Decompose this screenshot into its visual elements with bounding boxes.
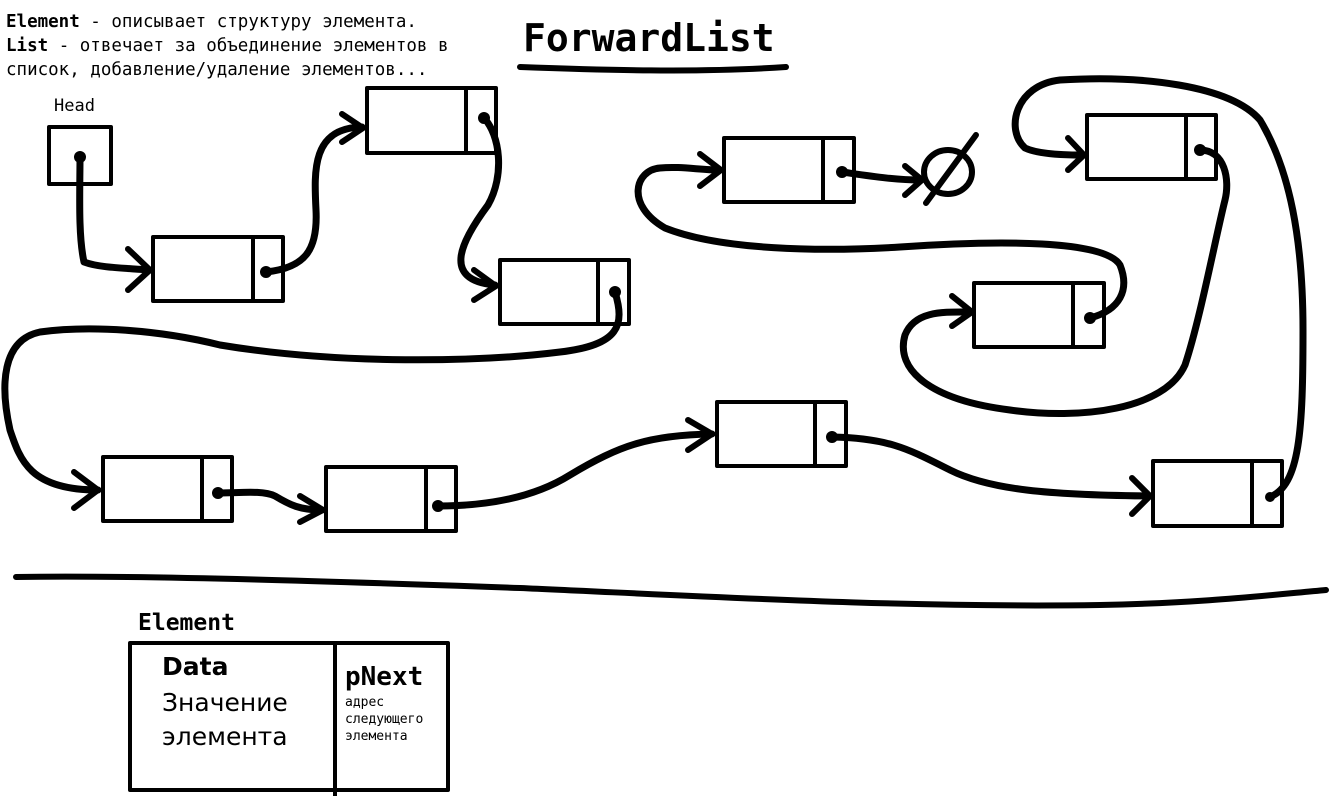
legend-next-title: pNext — [345, 662, 424, 692]
pointer-dot-node9 — [1084, 312, 1096, 324]
description-list-text-cont: список, добавление/удаление элементов... — [6, 60, 428, 80]
section-divider — [13, 573, 1329, 609]
link-node10-to-null — [838, 168, 924, 184]
arrowhead-node5 — [297, 493, 326, 525]
pointer-dot-node2 — [478, 112, 490, 124]
link-node3-to-node4 — [1, 288, 623, 494]
link-node2-to-node3 — [457, 114, 503, 289]
link-node6-to-node7 — [828, 433, 1154, 500]
legend-data-title: Data — [162, 652, 229, 681]
description: Element - описывает структуру элемента. … — [6, 10, 449, 82]
description-element-text: - описывает структуру элемента. — [79, 12, 417, 32]
node-7 — [1151, 459, 1284, 528]
link-node7-to-node8 — [1011, 75, 1307, 501]
pointer-dot-node5 — [432, 500, 444, 512]
title-underline — [517, 64, 789, 74]
arrowhead-node6 — [685, 417, 715, 453]
pointer-dot-node7 — [1265, 492, 1275, 502]
page-title: ForwardList — [523, 16, 775, 60]
pointer-dot-node10 — [836, 166, 848, 178]
arrowhead-node1 — [125, 246, 153, 293]
pointer-dot-node3 — [609, 286, 621, 298]
arrowhead-node10 — [697, 151, 724, 189]
arrowhead-node3 — [471, 267, 499, 303]
pointer-dot-node1 — [260, 266, 272, 278]
legend-element-box — [128, 641, 450, 796]
node-10 — [722, 136, 856, 204]
arrowhead-node4 — [71, 469, 101, 511]
pointer-dot-head — [74, 151, 86, 163]
legend-next-desc: адрес следующего элемента — [345, 695, 424, 744]
arrowhead-node2 — [339, 111, 366, 145]
description-list-text: - отвечает за объединение элементов в — [48, 36, 449, 56]
null-pointer-icon — [921, 132, 979, 206]
link-head-to-node1 — [76, 153, 154, 274]
arrowhead-node9 — [949, 293, 975, 329]
node-8 — [1085, 113, 1218, 181]
pointer-dot-node8 — [1194, 144, 1206, 156]
arrowhead-null — [902, 163, 925, 198]
arrowhead-node7 — [1129, 475, 1153, 517]
pointer-dot-node6 — [826, 431, 838, 443]
legend-data-desc: Значение элемента — [162, 688, 288, 751]
node-9 — [972, 281, 1106, 349]
legend-title: Element — [138, 610, 235, 636]
head-label: Head — [54, 96, 95, 116]
link-node8-to-node9 — [899, 146, 1231, 417]
node-5 — [324, 465, 458, 533]
node-4 — [101, 455, 234, 523]
link-node1-to-node2 — [262, 123, 366, 276]
pointer-dot-node4 — [212, 487, 224, 499]
description-list-term: List — [6, 36, 49, 56]
node-3 — [498, 258, 631, 326]
node-2 — [365, 86, 498, 155]
description-element-term: Element — [6, 12, 80, 32]
link-node4-to-node5 — [214, 488, 326, 514]
arrowhead-node8 — [1065, 135, 1087, 173]
link-node5-to-node6 — [434, 430, 716, 510]
link-node9-to-node10 — [634, 163, 1128, 322]
node-6 — [715, 400, 848, 468]
